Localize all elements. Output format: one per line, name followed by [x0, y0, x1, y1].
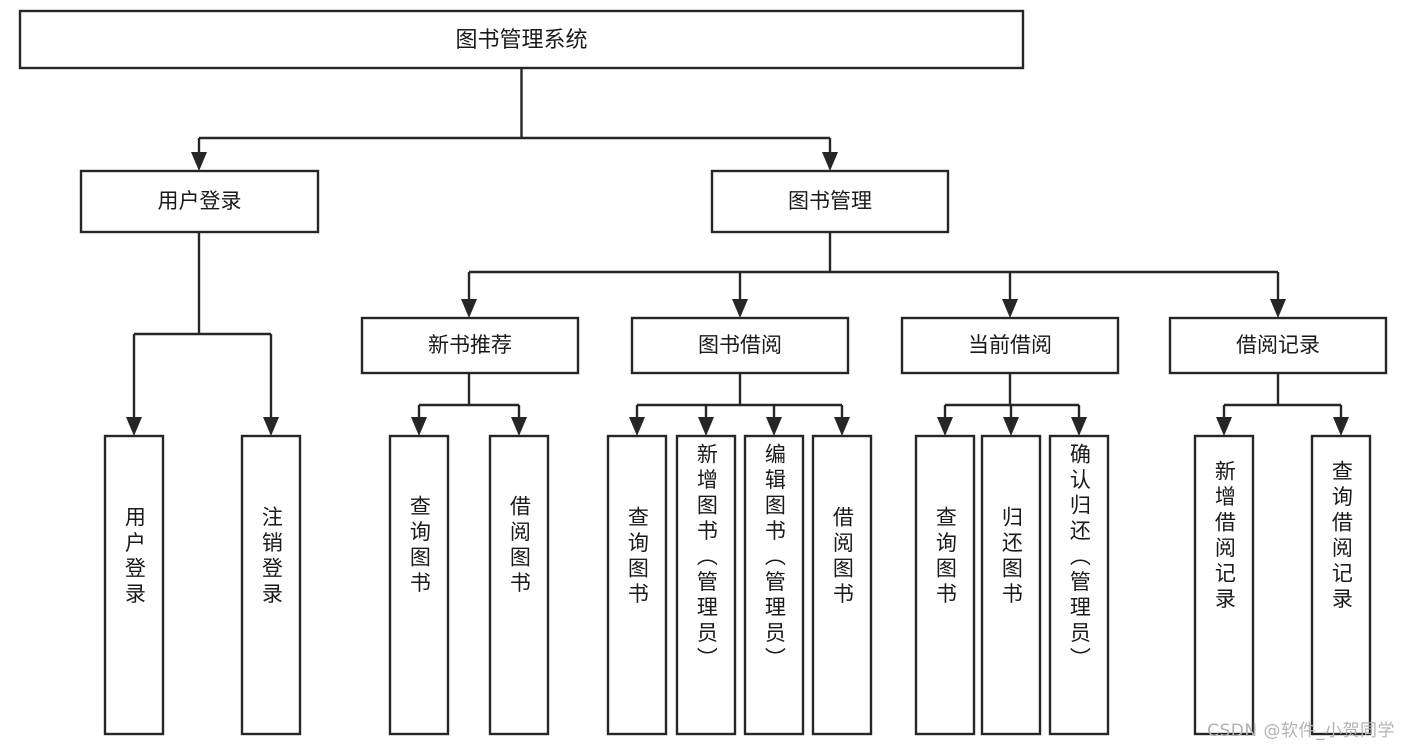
arrow-head-leaf-query-book-1 — [411, 417, 427, 436]
arrow-head-leaf-borrow-book-1 — [511, 417, 527, 436]
node-new-book-recommend-label: 新书推荐 — [428, 333, 512, 357]
node-root-label: 图书管理系统 — [455, 28, 587, 53]
arrow-head-leaf-add-book — [698, 417, 714, 436]
node-leaf-borrow-book-1[interactable] — [488, 434, 550, 736]
node-current-borrow-label: 当前借阅 — [968, 333, 1052, 357]
arrow-head-leaf-add-record — [1216, 417, 1232, 436]
arrow-head-new-book-recommend — [461, 299, 477, 318]
node-leaf-query-book-2[interactable] — [606, 434, 668, 736]
node-new-book-recommend[interactable]: 新书推荐 — [360, 316, 580, 375]
watermark-text: CSDN @软件_小贺同学 — [1207, 721, 1395, 741]
arrow-head-current-borrow — [1002, 299, 1018, 318]
arrow-head-book-borrow — [732, 299, 748, 318]
arrow-head-leaf-borrow-book-2 — [834, 417, 850, 436]
arrow-head-leaf-return-book — [1003, 417, 1019, 436]
arrow-head-leaf-query-record — [1333, 417, 1349, 436]
arrow-head-leaf-query-book-2 — [629, 417, 645, 436]
node-book-management[interactable]: 图书管理 — [710, 169, 950, 234]
node-leaf-borrow-book-2[interactable] — [811, 434, 873, 736]
node-leaf-return-book[interactable] — [980, 434, 1042, 736]
node-layer: 图书管理系统 用户登录 图书管理 新书推荐 图书借阅 当前 — [18, 9, 1388, 736]
node-current-borrow[interactable]: 当前借阅 — [900, 316, 1120, 375]
node-leaf-query-book-1[interactable] — [388, 434, 450, 736]
arrow-head-leaf-user-login — [126, 417, 142, 436]
arrow-head-leaf-user-logout — [263, 417, 279, 436]
arrow-head-leaf-query-book-3 — [937, 417, 953, 436]
arrow-head-book-management — [822, 152, 838, 171]
node-leaf-user-logout[interactable] — [240, 434, 302, 736]
node-leaf-add-record[interactable] — [1193, 434, 1255, 736]
node-borrow-record-label: 借阅记录 — [1236, 333, 1320, 357]
node-book-management-label: 图书管理 — [788, 189, 872, 213]
node-leaf-confirm-return[interactable] — [1048, 434, 1110, 736]
node-leaf-user-login[interactable] — [103, 434, 165, 736]
node-user-login-label: 用户登录 — [158, 189, 242, 213]
node-leaf-edit-book[interactable] — [743, 434, 805, 736]
node-leaf-add-book[interactable] — [675, 434, 737, 736]
node-leaf-query-record[interactable] — [1310, 434, 1372, 736]
node-leaf-query-book-3[interactable] — [914, 434, 976, 736]
node-borrow-record[interactable]: 借阅记录 — [1168, 316, 1388, 375]
node-user-login[interactable]: 用户登录 — [79, 169, 320, 234]
node-book-borrow[interactable]: 图书借阅 — [630, 316, 850, 375]
edge-layer — [126, 68, 1349, 436]
node-book-borrow-label: 图书借阅 — [698, 333, 782, 357]
node-root[interactable]: 图书管理系统 — [18, 9, 1025, 70]
arrow-head-user-login — [191, 152, 207, 171]
arrow-head-borrow-record — [1270, 299, 1286, 318]
arrow-head-leaf-confirm-return — [1071, 417, 1087, 436]
arrow-head-leaf-edit-book — [766, 417, 782, 436]
